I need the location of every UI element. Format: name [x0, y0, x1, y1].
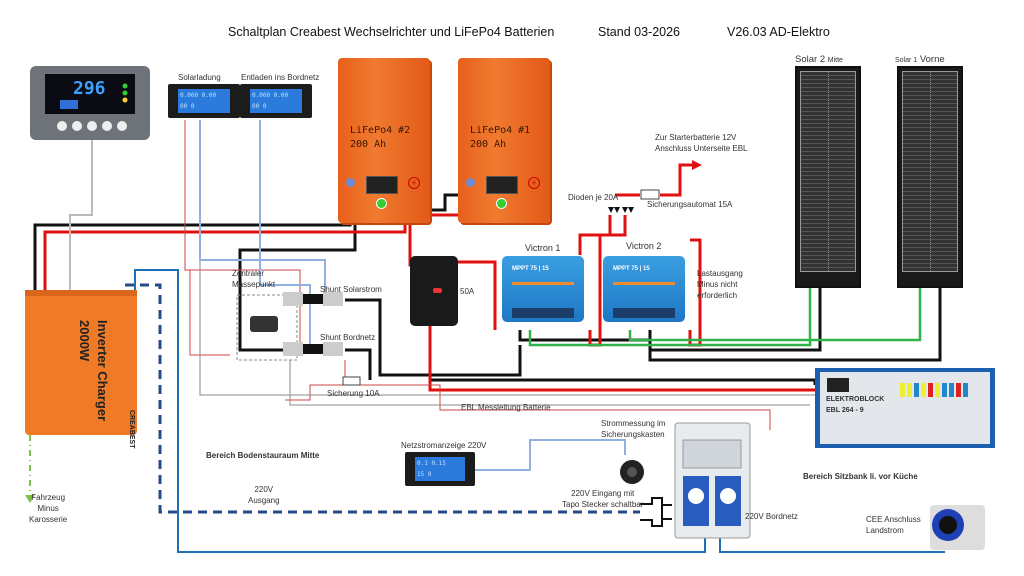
stand-date: Stand 03-2026 — [598, 25, 681, 39]
solar-2-label: Solar 2 Mitte — [795, 54, 843, 65]
wire-pos-victron1 — [455, 260, 497, 330]
shunt-solar-label: Shunt Solarstrom — [320, 285, 382, 294]
arrow-starter-icon — [692, 160, 702, 170]
victron-2-label: Victron 2 — [626, 241, 662, 251]
sense-wires — [184, 120, 771, 430]
positive-terminal-icon: + — [408, 177, 420, 189]
inverter-label: Inverter Charger 2000W CREABEST — [77, 320, 135, 449]
bordnetz-label: 220V Bordnetz — [745, 512, 798, 521]
wire-pos-victron2 — [588, 215, 627, 347]
positive-terminal-icon: + — [528, 177, 540, 189]
negative-terminal-icon — [466, 178, 475, 187]
plug-icon — [640, 497, 672, 527]
ac-wires — [134, 269, 945, 553]
wire-neg-shunt-bord — [345, 348, 372, 380]
breaker-15a-label: Sicherungsautomat 15A — [647, 200, 733, 209]
ebl-fuses — [900, 383, 968, 397]
solar-panel-1 — [897, 66, 963, 288]
wire-pos-ebl — [428, 320, 815, 392]
meter-solar-label: Solarladung — [178, 73, 221, 82]
negative-terminal-icon — [346, 178, 355, 187]
fuse-50a-label: 50A — [460, 287, 475, 296]
area-floor-label: Bereich Bodenstauraum Mitte — [206, 451, 320, 460]
battery-display — [366, 176, 398, 194]
meter-bordnetz-label: Entladen ins Bordnetz — [241, 73, 320, 82]
ground-arrow-icon — [25, 495, 35, 503]
fuse-10a-symbol — [342, 376, 361, 386]
ground-block-icon — [250, 316, 278, 332]
solar-1-label: Solar 1 Vorne — [895, 54, 945, 65]
signal-wires — [199, 120, 626, 471]
wire-neg-ebl — [430, 378, 817, 385]
wire-neg-shunt-solar — [345, 298, 522, 377]
monitor-cable — [69, 140, 93, 290]
shunt-bordnetz-label: Shunt Bordnetz — [320, 333, 376, 342]
page-title: Schaltplan Creabest Wechselrichter und L… — [228, 25, 555, 39]
massepunkt-box — [236, 294, 298, 361]
victron-1: MPPT 75 | 15 — [502, 256, 584, 322]
fuse-10a-label: Sicherung 10A — [327, 389, 380, 398]
shunt-solar — [283, 292, 343, 306]
victron-1-label: Victron 1 — [525, 243, 561, 253]
diode-symbols — [608, 207, 634, 213]
status-led-icon — [376, 198, 387, 209]
shunt-bordnetz — [283, 342, 343, 356]
solar-panel-2 — [795, 66, 861, 288]
inverter-body — [25, 290, 137, 435]
breaker-reset-icon — [433, 288, 442, 293]
pv-wires — [528, 285, 922, 347]
wire-pos-starter — [615, 163, 695, 197]
ac-output-dashed — [125, 283, 640, 514]
wire-neg-inverter — [33, 195, 352, 290]
diodes-label: Dioden je 20A — [568, 193, 619, 202]
ebl-measure-label: EBL Messleitung Batterie — [461, 403, 551, 412]
status-led-icon — [496, 198, 507, 209]
wire-pos-diodes — [578, 215, 612, 255]
ac-meter-label: Netzstromanzeige 220V — [401, 441, 487, 450]
battery-display — [486, 176, 518, 194]
breaker-15a-symbol — [640, 189, 660, 200]
victron-2: MPPT 75 | 15 — [603, 256, 685, 322]
version-label: V26.03 AD-Elektro — [727, 25, 830, 39]
battery-monitor-reading: 296 — [73, 78, 106, 99]
area-bench-label: Bereich Sitzbank li. vor Küche — [803, 472, 918, 481]
